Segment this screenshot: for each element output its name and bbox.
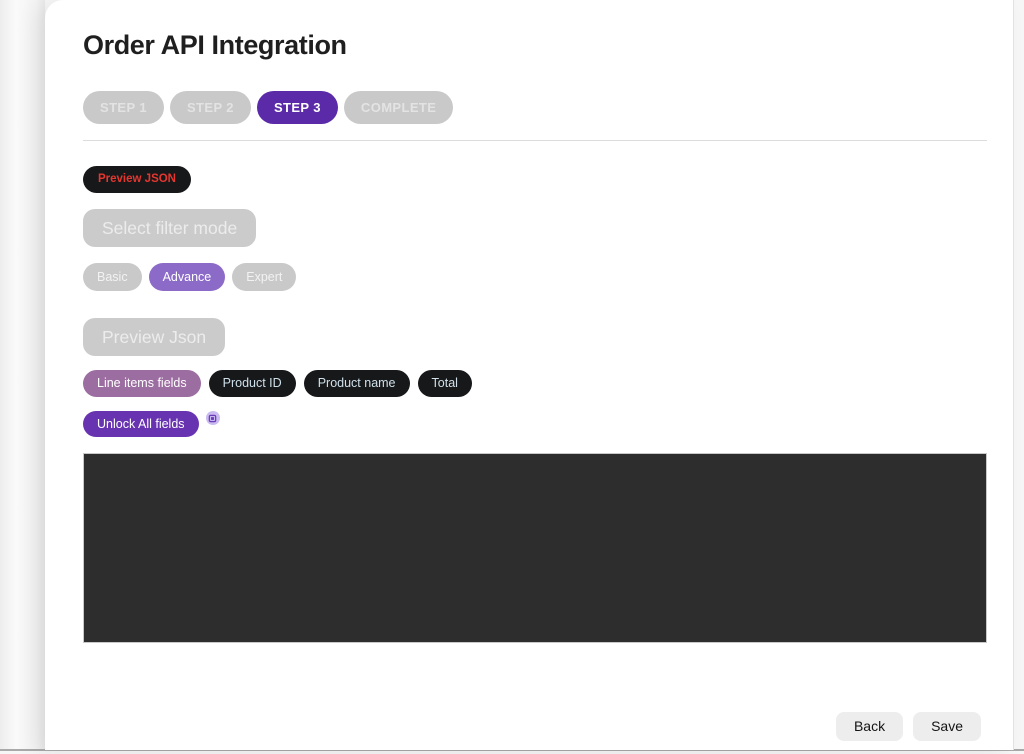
window-bottom-edge <box>0 749 1024 751</box>
json-preview-panel[interactable] <box>83 453 987 643</box>
step-1-pill[interactable]: STEP 1 <box>83 91 164 124</box>
field-total-pill[interactable]: Total <box>417 370 472 397</box>
footer-actions: Back Save <box>835 712 981 741</box>
step-2-pill[interactable]: STEP 2 <box>169 91 251 124</box>
unlock-all-fields-button[interactable]: Unlock All fields <box>83 411 199 437</box>
field-product-name-pill[interactable]: Product name <box>303 370 410 397</box>
left-gutter <box>0 0 45 750</box>
back-button[interactable]: Back <box>835 712 904 741</box>
wizard-card: Order API Integration STEP 1 STEP 2 STEP… <box>45 0 1014 750</box>
page-title: Order API Integration <box>83 30 347 60</box>
save-button[interactable]: Save <box>913 712 981 741</box>
line-items-fields-pill[interactable]: Line items fields <box>83 370 201 397</box>
header-divider <box>83 140 987 141</box>
select-filter-mode-button[interactable]: Select filter mode <box>83 209 257 247</box>
right-gutter <box>1014 0 1024 750</box>
stepper: STEP 1 STEP 2 STEP 3 COMPLETE <box>83 91 454 124</box>
preview-json-button[interactable]: Preview Json <box>83 318 226 356</box>
mode-advance-pill[interactable]: Advance <box>148 263 226 291</box>
line-item-fields-row: Line items fields Product ID Product nam… <box>83 370 472 397</box>
lock-badge-icon[interactable] <box>205 411 220 425</box>
step-complete-pill[interactable]: COMPLETE <box>343 91 454 124</box>
preview-json-chip[interactable]: Preview JSON <box>83 166 191 193</box>
field-product-id-pill[interactable]: Product ID <box>208 370 296 397</box>
filter-mode-options: Basic Advance Expert <box>83 263 297 291</box>
mode-expert-pill[interactable]: Expert <box>232 263 297 291</box>
mode-basic-pill[interactable]: Basic <box>83 263 142 291</box>
unlock-row: Unlock All fields <box>83 411 220 437</box>
step-3-pill[interactable]: STEP 3 <box>256 91 338 124</box>
